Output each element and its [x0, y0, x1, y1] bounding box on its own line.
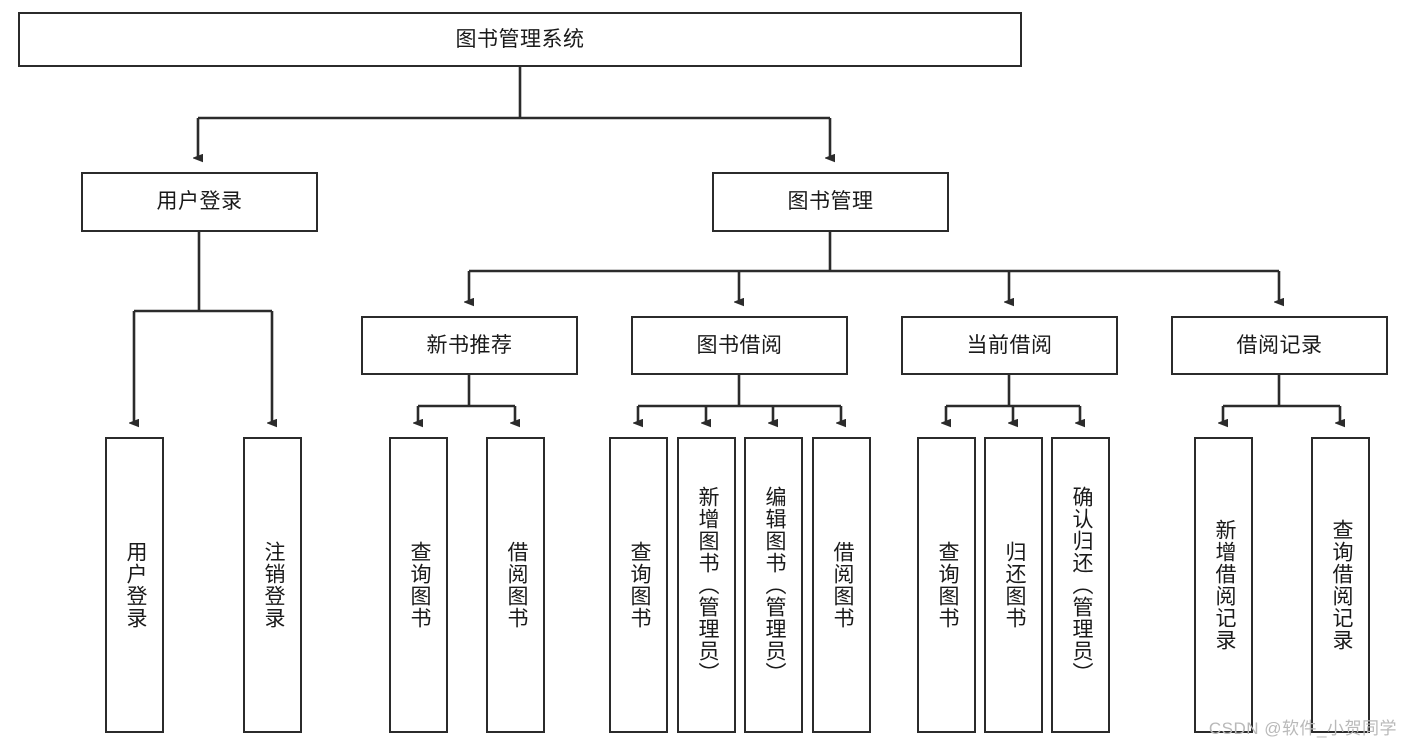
node-new-book-recommend[interactable]: 新书推荐: [361, 316, 578, 375]
node-leaf-query-book-2-label: 查询图书: [627, 541, 651, 629]
node-leaf-edit-book-admin-label: 编辑图书（管理员）: [762, 486, 786, 684]
node-borrow-record-label: 借阅记录: [1236, 333, 1323, 357]
node-book-management-label: 图书管理: [787, 190, 874, 214]
node-user-login[interactable]: 用户登录: [81, 172, 318, 232]
node-book-borrow-label: 图书借阅: [696, 333, 783, 357]
node-current-borrow-label: 当前借阅: [966, 333, 1053, 357]
node-leaf-query-book-3[interactable]: 查询图书: [917, 437, 976, 733]
node-leaf-borrow-book-1-label: 借阅图书: [504, 541, 528, 629]
node-book-management[interactable]: 图书管理: [712, 172, 949, 232]
node-leaf-add-borrow-record[interactable]: 新增借阅记录: [1194, 437, 1253, 733]
node-leaf-return-book-label: 归还图书: [1002, 541, 1026, 629]
node-root[interactable]: 图书管理系统: [18, 12, 1022, 67]
node-borrow-record[interactable]: 借阅记录: [1171, 316, 1388, 375]
node-leaf-confirm-return-admin[interactable]: 确认归还（管理员）: [1051, 437, 1110, 733]
node-leaf-query-book-2[interactable]: 查询图书: [609, 437, 668, 733]
node-leaf-query-book-1-label: 查询图书: [407, 541, 431, 629]
node-book-borrow[interactable]: 图书借阅: [631, 316, 848, 375]
node-leaf-return-book[interactable]: 归还图书: [984, 437, 1043, 733]
node-leaf-user-login-label: 用户登录: [123, 541, 147, 629]
node-leaf-query-book-1[interactable]: 查询图书: [389, 437, 448, 733]
node-leaf-query-borrow-record[interactable]: 查询借阅记录: [1311, 437, 1370, 733]
node-root-label: 图书管理系统: [455, 27, 585, 51]
node-leaf-edit-book-admin[interactable]: 编辑图书（管理员）: [744, 437, 803, 733]
node-leaf-query-book-3-label: 查询图书: [935, 541, 959, 629]
node-leaf-add-book-admin-label: 新增图书（管理员）: [695, 486, 719, 684]
node-new-book-recommend-label: 新书推荐: [426, 333, 513, 357]
node-leaf-borrow-book-2[interactable]: 借阅图书: [812, 437, 871, 733]
node-leaf-logout-login[interactable]: 注销登录: [243, 437, 302, 733]
node-leaf-borrow-book-1[interactable]: 借阅图书: [486, 437, 545, 733]
node-leaf-confirm-return-admin-label: 确认归还（管理员）: [1069, 486, 1093, 684]
node-user-login-label: 用户登录: [156, 190, 243, 214]
node-leaf-add-book-admin[interactable]: 新增图书（管理员）: [677, 437, 736, 733]
node-leaf-logout-login-label: 注销登录: [261, 541, 285, 629]
node-leaf-user-login[interactable]: 用户登录: [105, 437, 164, 733]
node-leaf-query-borrow-record-label: 查询借阅记录: [1329, 519, 1353, 651]
node-leaf-add-borrow-record-label: 新增借阅记录: [1212, 519, 1236, 651]
node-leaf-borrow-book-2-label: 借阅图书: [830, 541, 854, 629]
node-current-borrow[interactable]: 当前借阅: [901, 316, 1118, 375]
